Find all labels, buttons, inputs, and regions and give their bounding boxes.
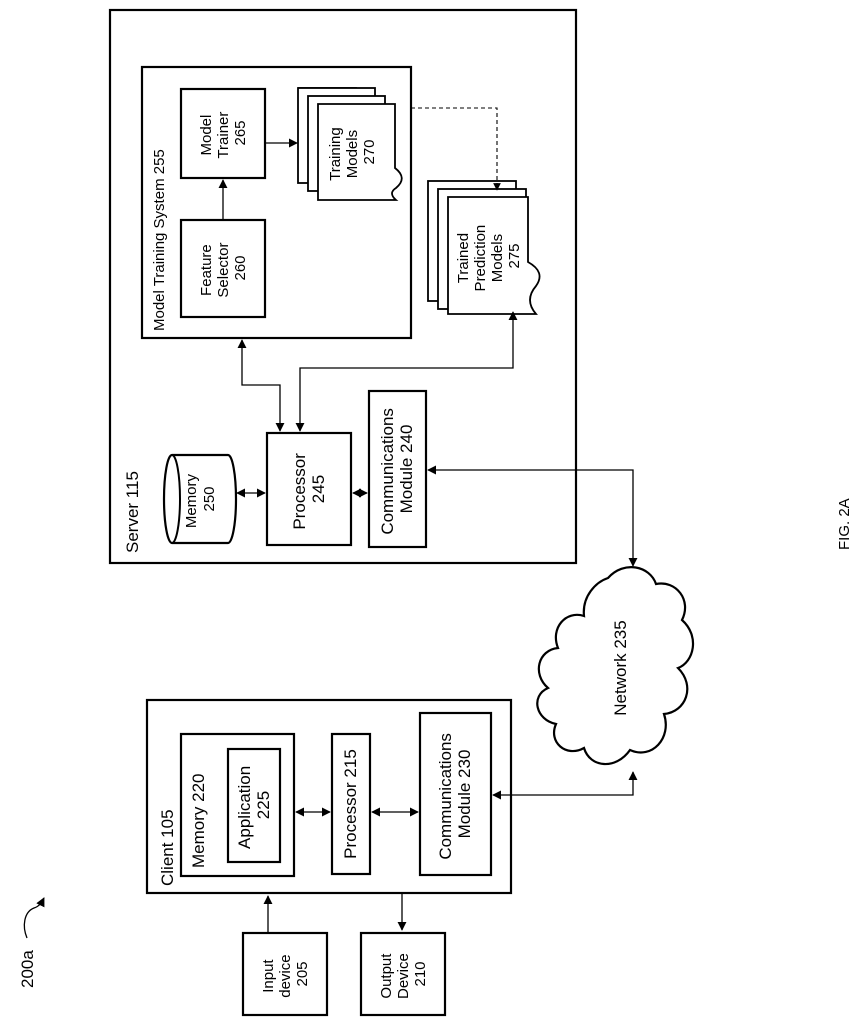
input-device-box: Input device 205 bbox=[243, 933, 327, 1015]
output-device-box: Output Device 210 bbox=[361, 933, 445, 1015]
client-memory-label: Memory 220 bbox=[189, 774, 208, 868]
client-comms-module-box: Communications Module 230 bbox=[420, 713, 491, 875]
feature-selector-box: Feature Selector 260 bbox=[181, 220, 265, 317]
model-training-system-label: Model Training System 255 bbox=[151, 149, 168, 331]
svg-text:Network 235: Network 235 bbox=[611, 620, 630, 715]
client-processor-box: Processor 215 bbox=[332, 734, 370, 874]
svg-text:Processor 215: Processor 215 bbox=[341, 749, 360, 859]
figure-reference-label: 200a bbox=[18, 950, 37, 988]
network-cloud: Network 235 bbox=[537, 567, 693, 764]
figure-caption: FIG. 2A bbox=[836, 498, 853, 550]
application-box: Application 225 bbox=[228, 749, 280, 862]
server-processor-box: Processor 245 bbox=[267, 433, 351, 545]
server-title: Server 115 bbox=[123, 471, 142, 553]
training-models-stack: Training Models 270 bbox=[298, 88, 402, 200]
server-comms-module-box: Communications Module 240 bbox=[369, 391, 426, 547]
trained-prediction-models-stack: Trained Prediction Models 275 bbox=[428, 181, 540, 314]
arrow-client-comms-network bbox=[493, 772, 633, 795]
server-memory-cylinder: Memory 250 bbox=[164, 455, 236, 543]
client-title: Client 105 bbox=[158, 809, 177, 886]
reference-squiggle-arrow bbox=[24, 898, 44, 938]
model-trainer-box: Model Trainer 265 bbox=[181, 89, 265, 178]
